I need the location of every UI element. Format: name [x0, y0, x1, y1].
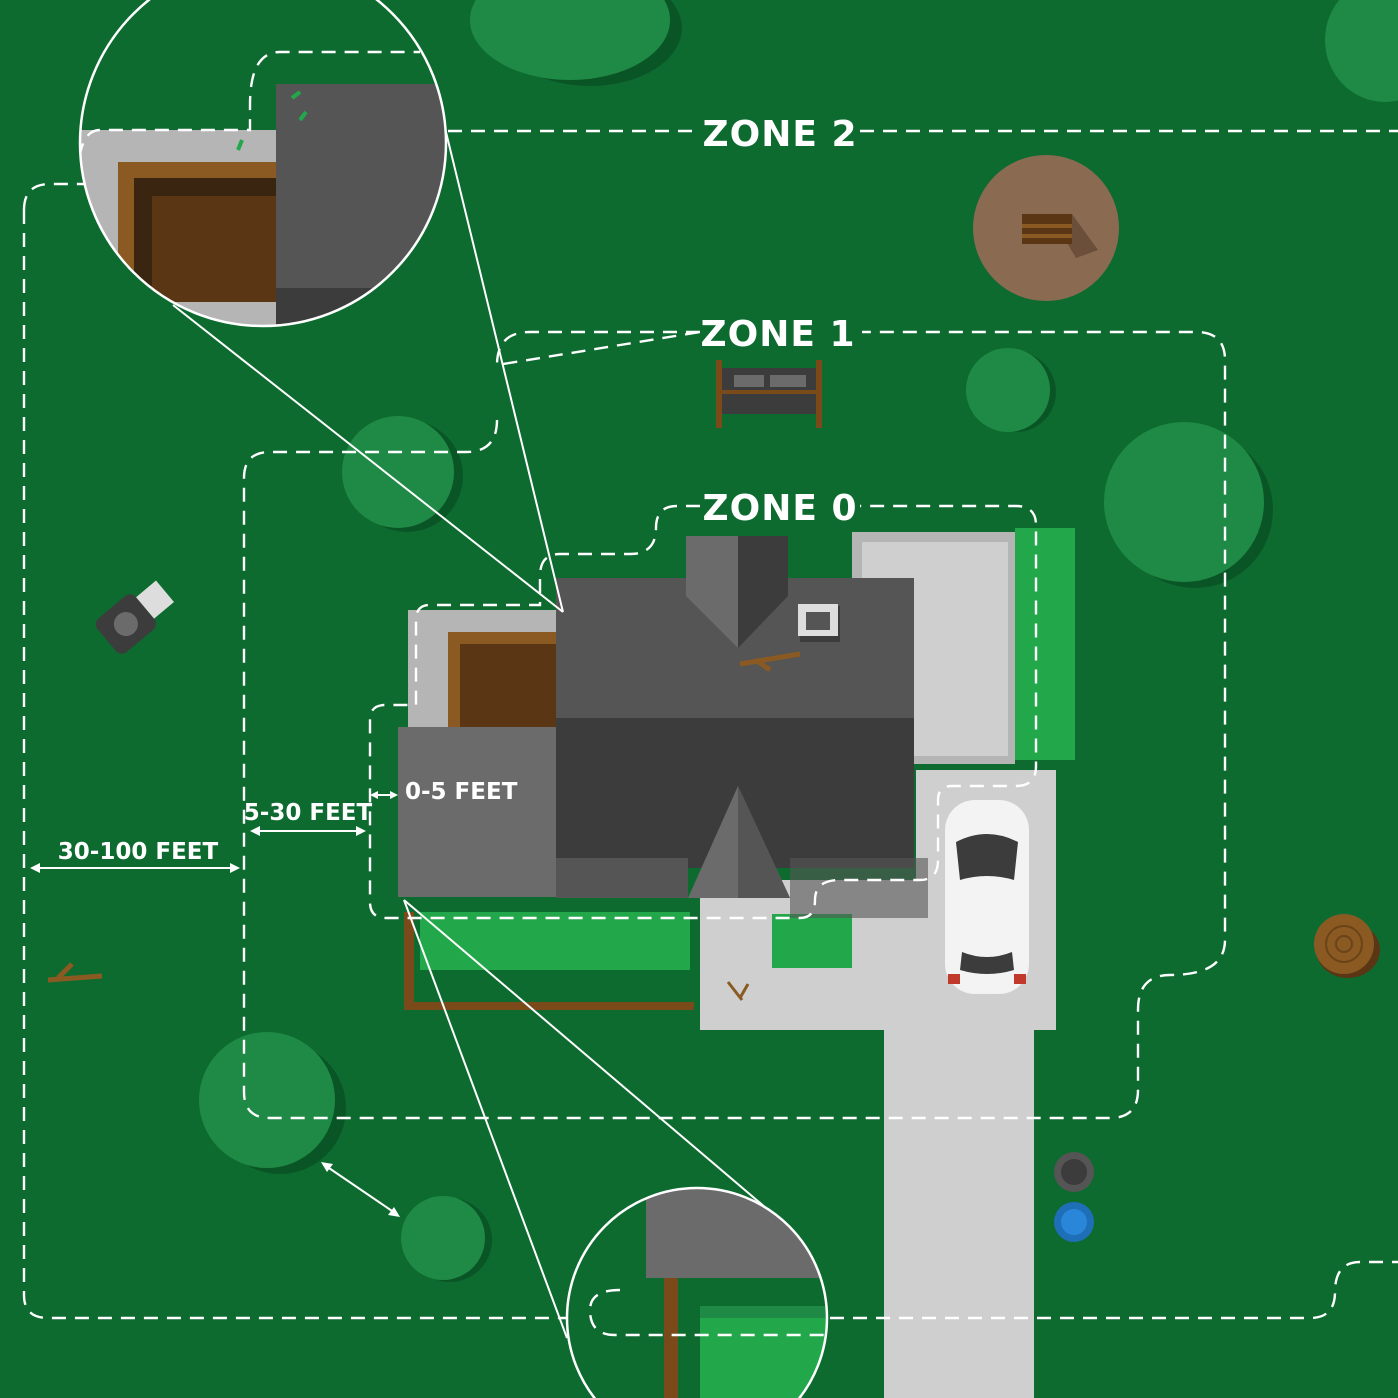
- zone-2-boundary: [22, 129, 1398, 1320]
- magnifier-bottom: [565, 1186, 829, 1398]
- tree-icon: [1325, 0, 1398, 102]
- trash-bin-icon: [1054, 1202, 1094, 1242]
- zone-0-boundary: [368, 504, 1038, 920]
- fence: [404, 1002, 694, 1010]
- lawn-mower-icon: [95, 580, 174, 654]
- driveway: [884, 1020, 1034, 1398]
- distance-arrow-zone1: [250, 826, 366, 836]
- zone-2-distance-label: 30-100 FEET: [58, 839, 219, 865]
- car-icon: [945, 800, 1029, 994]
- log-pile-icon: [1022, 214, 1098, 258]
- hedge: [1015, 528, 1075, 760]
- house: [398, 536, 928, 918]
- zone-0-distance-label: 0-5 FEET: [405, 779, 518, 805]
- branch-debris-icon: [739, 651, 801, 673]
- spacing-arrow: [321, 1162, 400, 1217]
- tree-icon: [199, 1032, 346, 1174]
- bench-icon: [716, 360, 822, 428]
- tree-icon: [966, 348, 1056, 432]
- zone-0-title: ZONE 0: [702, 488, 857, 529]
- distance-arrow-zone0: [370, 791, 398, 799]
- fence: [404, 912, 414, 1007]
- zone-2-title: ZONE 2: [702, 114, 857, 155]
- zone-1-title: ZONE 1: [700, 314, 855, 355]
- hedge: [420, 912, 690, 970]
- zone-1-distance-label: 5-30 FEET: [244, 800, 373, 826]
- tree-icon: [470, 0, 682, 86]
- tree-icon: [342, 416, 463, 532]
- tree-stump-icon: [1314, 914, 1380, 978]
- branch-debris-icon: [726, 981, 750, 1001]
- tree-icon: [401, 1196, 492, 1282]
- branch-debris-icon: [47, 962, 103, 983]
- distance-arrow-zone2: [30, 863, 240, 873]
- chimney-icon: [798, 604, 840, 642]
- trash-bin-icon: [1054, 1152, 1094, 1192]
- hedge: [772, 914, 852, 968]
- zone-1-boundary: [242, 330, 1227, 1120]
- callout-lines: [172, 127, 767, 1339]
